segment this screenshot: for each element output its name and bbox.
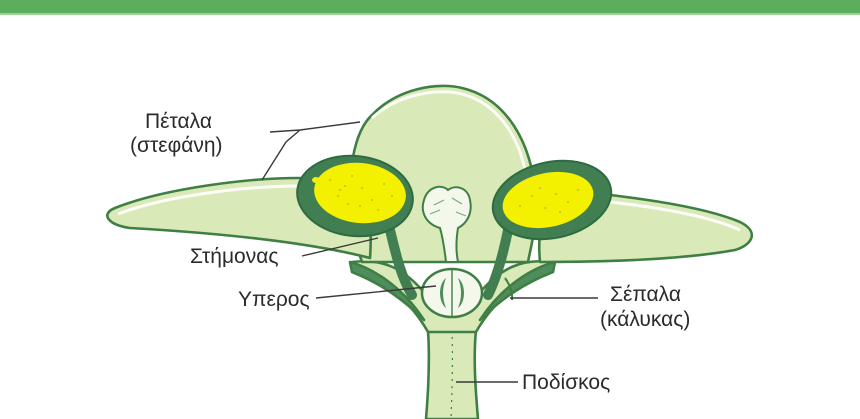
label-sepals-line1: Σέπαλα (610, 283, 681, 306)
label-stamen: Στήμονας (190, 245, 279, 268)
label-pistil: Υπερος (238, 288, 310, 311)
label-petals-line2: (στεφάνη) (130, 134, 223, 157)
label-sepals-line2: (κάλυκας) (600, 308, 690, 331)
pedicel (426, 330, 478, 419)
label-pedicel: Ποδίσκος (522, 371, 610, 394)
label-petals-line1: Πέταλα (145, 110, 212, 133)
leader-petals (270, 122, 360, 132)
top-rule (0, 0, 860, 13)
